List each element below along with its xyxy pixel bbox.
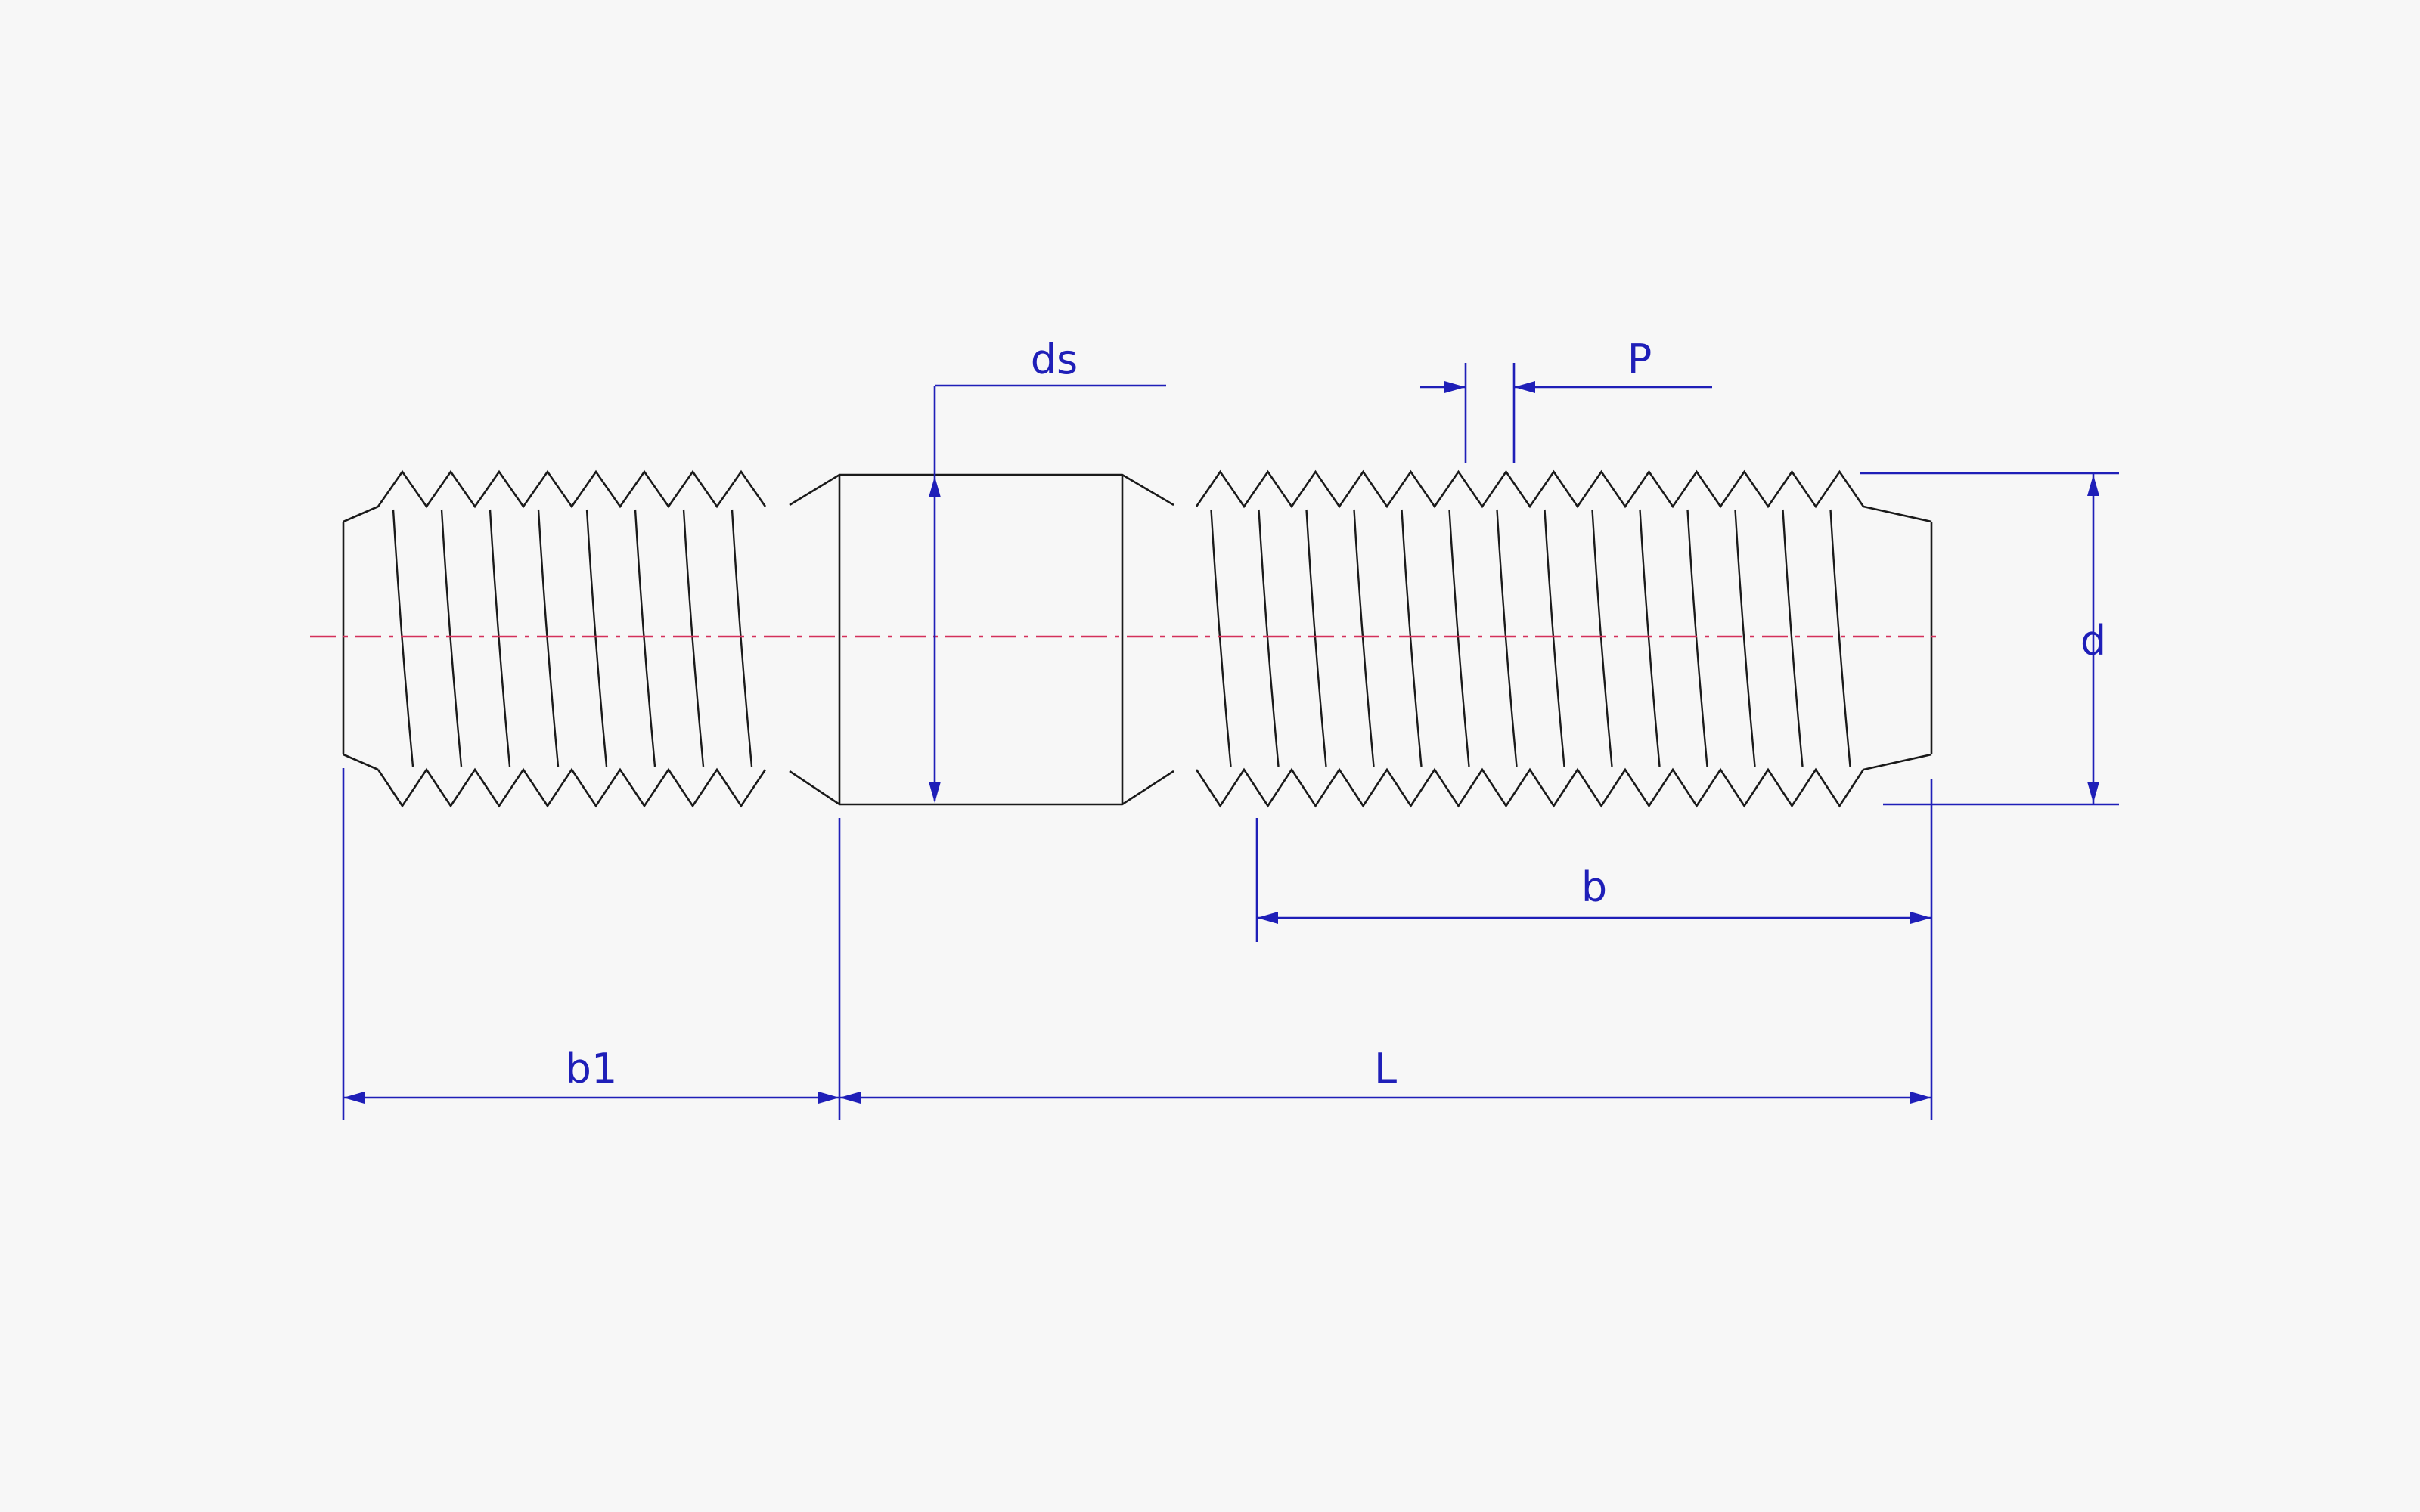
right-thread-outline [1195, 469, 1933, 808]
thread-helix-line [1544, 509, 1565, 767]
right-thread-end [1195, 469, 1933, 808]
left-thread-end [342, 469, 767, 808]
dimension-l: L [839, 1045, 1931, 1104]
label-ds: ds [1031, 336, 1078, 383]
right-thread-lines [1210, 509, 1851, 767]
thread-helix-line [1305, 509, 1327, 767]
label-b: b [1581, 863, 1607, 911]
thread-helix-line [1686, 509, 1708, 767]
dimension-ds: ds [929, 336, 1166, 803]
thread-helix-line [537, 509, 560, 767]
label-b1: b1 [566, 1045, 618, 1092]
shank [789, 473, 1174, 806]
thread-helix-line [682, 509, 705, 767]
dimension-d: d [1860, 472, 2119, 806]
label-l: L [1374, 1045, 1397, 1092]
thread-helix-line [585, 509, 608, 767]
label-p: P [1627, 336, 1652, 383]
thread-helix-line [1401, 509, 1423, 767]
thread-helix-line [1496, 509, 1518, 767]
thread-helix-line [731, 509, 753, 767]
dimension-b1: b1 [342, 768, 841, 1120]
thread-helix-line [392, 509, 414, 767]
thread-helix-line [1258, 509, 1280, 767]
thread-helix-line [1448, 509, 1470, 767]
thread-helix-line [1829, 509, 1851, 767]
thread-helix-line [440, 509, 463, 767]
thread-helix-line [1734, 509, 1756, 767]
left-thread-outline [342, 469, 767, 808]
thread-helix-line [1210, 509, 1232, 767]
thread-helix-line [489, 509, 511, 767]
dimension-p: P [1420, 336, 1712, 463]
label-d: d [2080, 617, 2106, 665]
thread-helix-line [1591, 509, 1613, 767]
thread-helix-line [1782, 509, 1804, 767]
shank-outline [789, 473, 1174, 806]
left-thread-lines [392, 509, 753, 767]
thread-helix-line [1353, 509, 1375, 767]
dimension-b: b [1255, 779, 1933, 1120]
thread-helix-line [1639, 509, 1661, 767]
thread-helix-line [634, 509, 656, 767]
